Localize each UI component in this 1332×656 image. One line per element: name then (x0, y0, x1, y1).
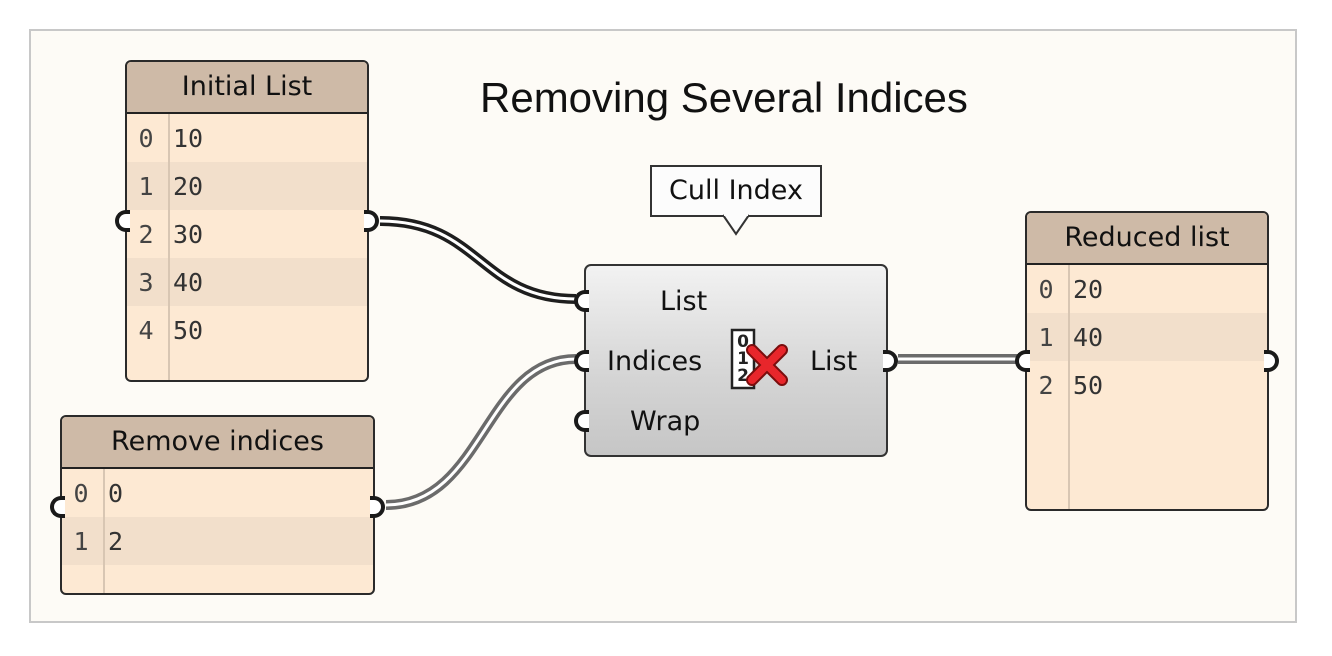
svg-text:1: 1 (737, 349, 749, 369)
output-port-list[interactable] (883, 350, 898, 372)
panel-output-port[interactable] (370, 496, 385, 518)
diagram-title: Removing Several Indices (480, 74, 968, 121)
tooltip-pointer (722, 214, 750, 236)
panel-input-port[interactable] (1015, 350, 1030, 372)
index-divider (1068, 265, 1070, 509)
index-divider (103, 469, 105, 593)
cull-index-icon: 0 1 2 (730, 328, 788, 390)
panel-input-port[interactable] (115, 210, 130, 232)
input-port-wrap[interactable] (574, 410, 589, 432)
component-tooltip: Cull Index (650, 165, 822, 217)
cull-index-component[interactable]: List Indices Wrap List 0 1 2 (574, 264, 898, 457)
svg-text:0: 0 (737, 332, 749, 352)
index-divider (168, 114, 170, 380)
input-label-indices: Indices (607, 346, 703, 377)
svg-text:2: 2 (737, 366, 749, 386)
input-label-list: List (660, 286, 708, 317)
panel-input-port[interactable] (50, 496, 65, 518)
panel-output-port[interactable] (1264, 350, 1279, 372)
output-label-list: List (810, 346, 858, 377)
panel-output-port[interactable] (364, 210, 379, 232)
input-label-wrap: Wrap (630, 406, 701, 437)
input-port-list[interactable] (574, 290, 589, 312)
panel-title: Reduced list (1027, 213, 1267, 265)
panel-title: Initial List (127, 62, 367, 114)
panel-title: Remove indices (62, 417, 373, 469)
input-port-indices[interactable] (574, 350, 589, 372)
